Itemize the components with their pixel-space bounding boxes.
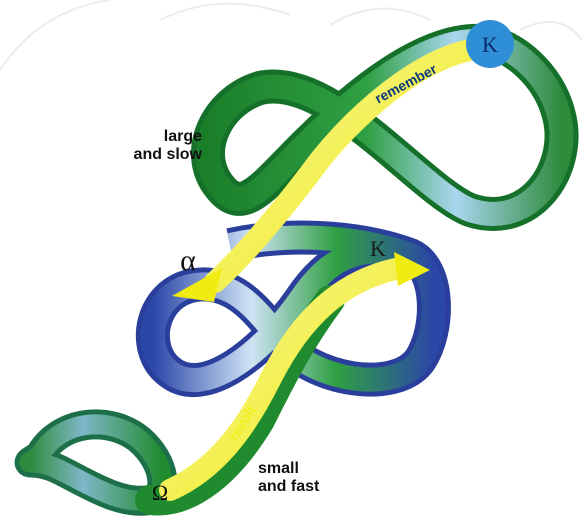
large-slow-line2: and slow [110,146,202,164]
k-mid-label: K [370,236,386,261]
k-top-label: K [482,32,498,57]
small-fast-caption: small and fast [258,460,319,496]
large-slow-line1: large [110,128,202,146]
large-slow-loop [208,41,562,214]
small-fast-line2: and fast [258,478,319,496]
large-slow-caption: large and slow [110,128,202,164]
alpha-label: α [180,244,196,277]
small-fast-line1: small [258,460,319,478]
omega-label: Ω [152,480,168,505]
